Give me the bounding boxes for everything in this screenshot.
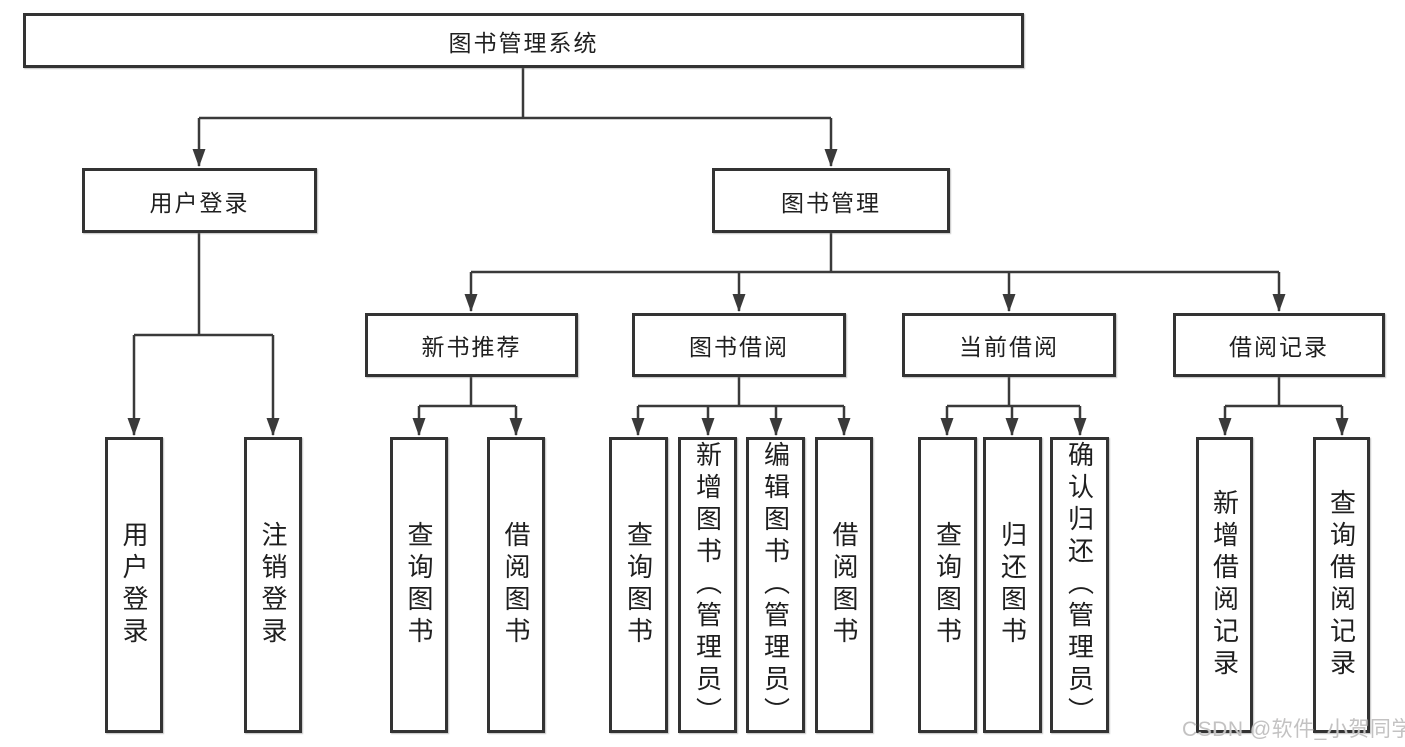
leaf-logout-label: 注销登录	[258, 521, 288, 649]
leaf-user-login: 用户登录	[105, 437, 163, 733]
leaf-borrow-edit-books-admin-label: 编辑图书（管理员）	[760, 441, 791, 729]
leaf-records-query-record-label: 查询借阅记录	[1326, 489, 1357, 681]
node-current-borrowing: 当前借阅	[902, 313, 1116, 377]
csdn-watermark: CSDN @软件_小贺同学	[1182, 718, 1405, 741]
leaf-records-query-record: 查询借阅记录	[1313, 437, 1370, 733]
leaf-borrow-add-books-admin: 新增图书（管理员）	[678, 437, 737, 733]
arrow-lines	[127, 118, 1349, 436]
leaf-newrec-borrow-books: 借阅图书	[487, 437, 545, 733]
node-book-management: 图书管理	[712, 168, 950, 233]
leaf-borrow-query-books-label: 查询图书	[623, 521, 654, 649]
leaf-borrow-add-books-admin-label: 新增图书（管理员）	[692, 441, 723, 729]
node-root: 图书管理系统	[23, 13, 1024, 68]
leaf-borrow-borrow-books: 借阅图书	[815, 437, 873, 733]
node-new-book-recommend: 新书推荐	[365, 313, 578, 377]
leaf-records-add-record-label: 新增借阅记录	[1209, 489, 1240, 681]
leaf-newrec-borrow-books-label: 借阅图书	[501, 521, 531, 649]
leaf-newrec-query-books-label: 查询图书	[404, 521, 434, 649]
node-user-login: 用户登录	[82, 168, 317, 233]
leaf-newrec-query-books: 查询图书	[390, 437, 448, 733]
leaf-current-query-books: 查询图书	[918, 437, 977, 733]
leaf-current-confirm-return-admin-label: 确认归还（管理员）	[1064, 441, 1095, 729]
leaf-borrow-edit-books-admin: 编辑图书（管理员）	[746, 437, 805, 733]
leaf-borrow-query-books: 查询图书	[609, 437, 668, 733]
node-borrowing-records: 借阅记录	[1173, 313, 1385, 377]
leaf-current-query-books-label: 查询图书	[932, 521, 963, 649]
leaf-records-add-record: 新增借阅记录	[1196, 437, 1253, 733]
leaf-current-return-books-label: 归还图书	[997, 521, 1028, 649]
leaf-current-confirm-return-admin: 确认归还（管理员）	[1050, 437, 1109, 733]
leaf-user-login-label: 用户登录	[119, 521, 149, 649]
leaf-borrow-borrow-books-label: 借阅图书	[829, 521, 859, 649]
leaf-current-return-books: 归还图书	[983, 437, 1042, 733]
node-book-borrowing: 图书借阅	[632, 313, 846, 377]
leaf-logout: 注销登录	[244, 437, 302, 733]
